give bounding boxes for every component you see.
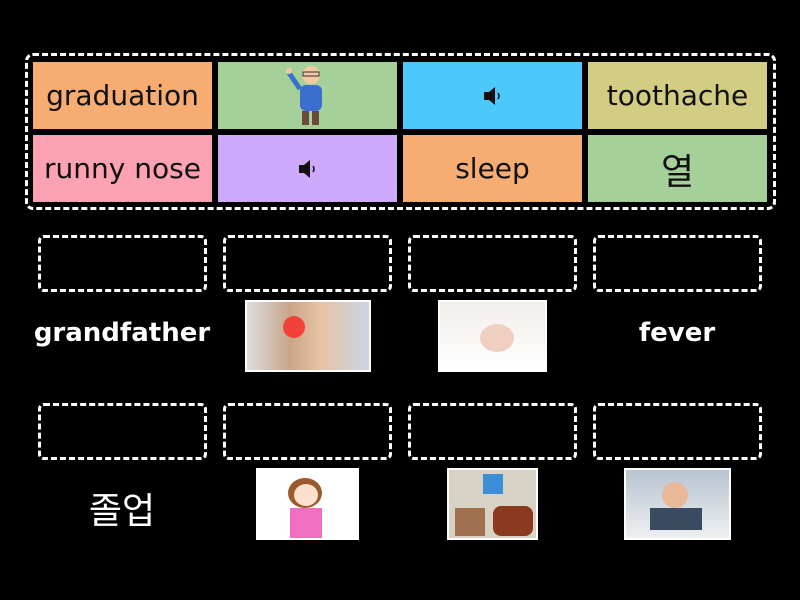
tile-sleep[interactable]: sleep [403,135,582,202]
drop-slot[interactable] [593,403,762,460]
tile-label: graduation [46,79,199,112]
grandfather-cartoon-icon [285,65,322,125]
drop-slot[interactable] [38,403,207,460]
tile-toothache[interactable]: toothache [588,62,767,129]
school-lunch-photo [447,468,538,540]
drop-slot[interactable] [408,235,577,292]
tile-runny-nose[interactable]: runny nose [33,135,212,202]
toothache-photo [245,300,371,372]
tile-fever-korean[interactable]: 열 [588,135,767,202]
tile-tray [25,53,776,210]
drop-slot[interactable] [593,235,762,292]
tile-label: toothache [606,79,749,112]
drop-slot[interactable] [223,403,392,460]
target-grandfather: grandfather [33,318,211,348]
sleeping-baby-photo [438,300,547,372]
speaker-icon [483,86,500,105]
speaker-icon [298,159,315,178]
drop-slot[interactable] [408,403,577,460]
tile-label: sleep [455,152,530,185]
tile-graduation[interactable]: graduation [33,62,212,129]
tile-label: runny nose [44,152,201,185]
tile-label: 열 [660,151,695,193]
runny-nose-cartoon [256,468,359,540]
tile-audio-1[interactable] [403,62,582,129]
happy-student-photo [624,468,731,540]
tile-audio-2[interactable] [218,135,397,202]
target-graduation-korean: 졸업 [88,491,156,532]
drop-slot[interactable] [223,235,392,292]
tile-grandfather-image[interactable] [218,62,397,129]
target-fever: fever [638,318,716,348]
drop-slot[interactable] [38,235,207,292]
